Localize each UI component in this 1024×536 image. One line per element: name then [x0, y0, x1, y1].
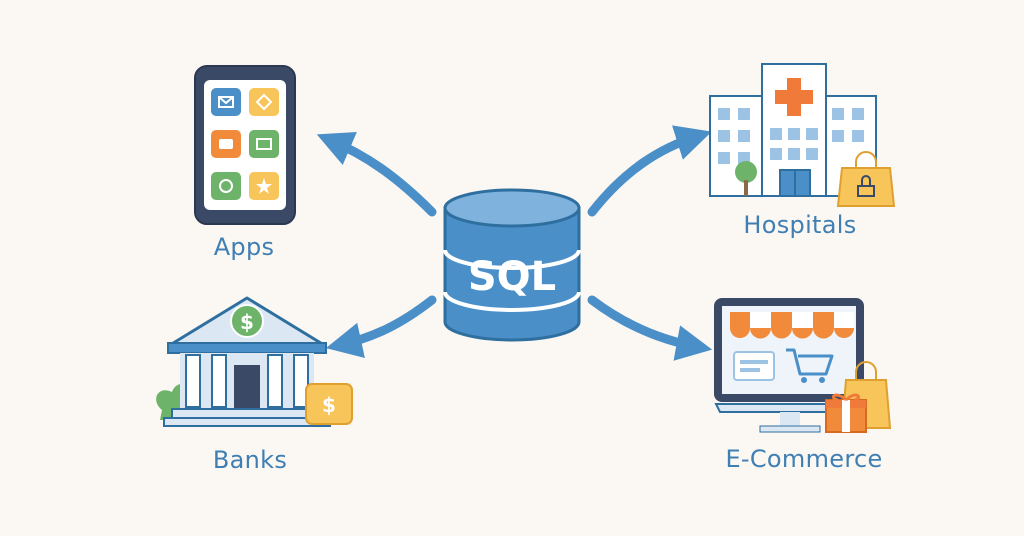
shopping-cart-icon: [786, 348, 834, 383]
database-label: SQL: [468, 254, 556, 300]
hospital-icon: [709, 63, 896, 207]
arrow-to-apps: [316, 131, 437, 217]
banks-label: Banks: [212, 446, 288, 474]
svg-text:$: $: [240, 310, 254, 334]
dollar-icon: $: [230, 304, 264, 338]
gift-icon: [825, 393, 867, 433]
database-icon: SQL: [443, 188, 581, 342]
arrow-to-hospitals: [587, 125, 712, 217]
bank-icon: $ $: [156, 296, 353, 427]
ecommerce-label: E-Commerce: [725, 445, 883, 473]
shopping-bag-icon: [836, 151, 896, 207]
arrow-to-ecommerce: [587, 295, 713, 361]
arrow-to-banks: [325, 295, 437, 358]
smartphone-icon: [194, 65, 296, 225]
online-store-icon: [714, 298, 892, 433]
apps-label: Apps: [213, 233, 275, 261]
hospitals-label: Hospitals: [743, 211, 857, 239]
svg-text:$: $: [322, 393, 336, 417]
arrows: [316, 125, 713, 361]
